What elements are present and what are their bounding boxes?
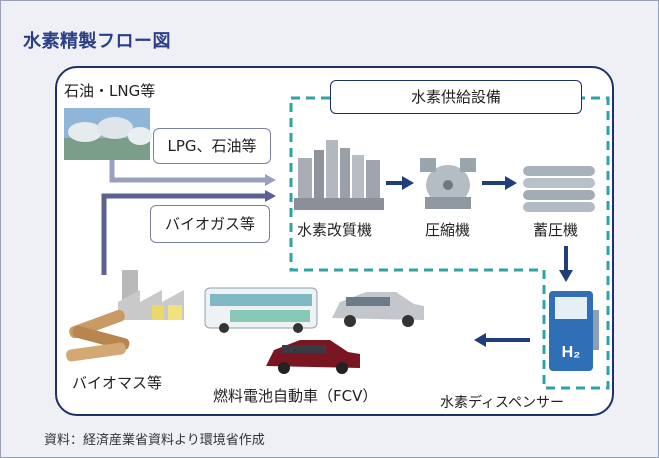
fossil-fuel-label: 石油・LNG等 [64,82,156,100]
lpg-label: LPG、石油等 [153,128,271,164]
biogas-label: バイオガス等 [150,205,270,243]
fuel-cell-bus-image [204,287,318,333]
compressor-image [420,158,476,209]
facility-dashed-boundary [289,96,610,390]
fcv-silver-car-image [332,292,424,327]
dispenser-image [549,291,599,371]
factory-image [118,270,184,320]
accumulator-image [523,166,595,212]
reformer-image [294,140,384,210]
source-caption: 資料：経済産業省資料より環境省作成 [44,433,265,448]
biomass-wood-image [66,309,130,362]
compressor-label: 圧縮機 [425,221,471,239]
figure-title: 水素精製フロー図 [23,31,171,52]
biomass-label: バイオマス等 [72,374,163,392]
accumulator-label: 蓄圧機 [533,221,579,239]
reformer-label: 水素改質機 [297,221,373,239]
source-flow-pipes [101,160,276,275]
fcv-label: 燃料電池自動車（FCV） [213,387,378,405]
h2-mark: H₂ [562,344,581,361]
lng-tank-image [64,108,152,160]
facility-group-label: 水素供給設備 [330,80,582,114]
dispenser-label: 水素ディスペンサー [440,395,565,411]
fcv-red-car-image [266,340,360,374]
